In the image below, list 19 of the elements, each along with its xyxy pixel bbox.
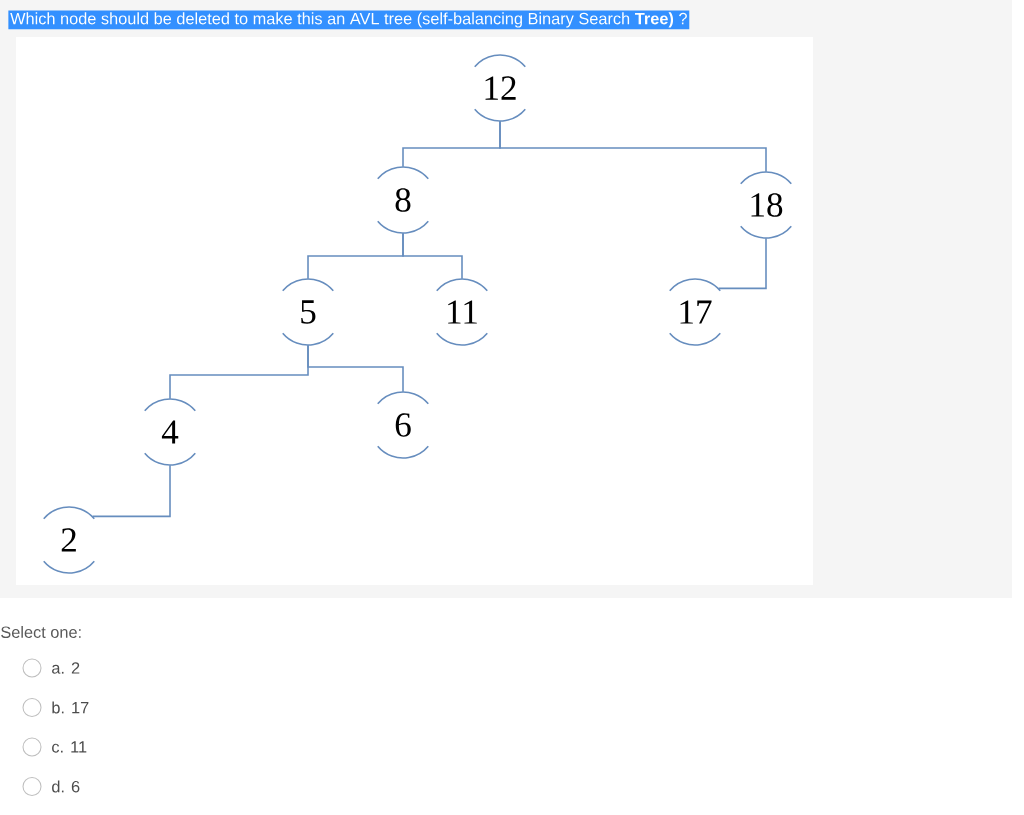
tree-node: 6 bbox=[376, 391, 430, 459]
tree-node: 5 bbox=[281, 278, 335, 346]
tree-node: 4 bbox=[143, 398, 197, 466]
tree-node: 8 bbox=[376, 166, 430, 234]
radio-option: c. 11 bbox=[22, 737, 87, 757]
radio-option: b. 17 bbox=[22, 697, 89, 717]
prompt-text: Select one: bbox=[1, 626, 81, 638]
tree-node: 12 bbox=[473, 54, 527, 122]
connector-line bbox=[307, 344, 404, 393]
radio-option: a. 2 bbox=[22, 658, 80, 678]
tree-node: 2 bbox=[42, 506, 96, 574]
connector-line bbox=[91, 464, 171, 518]
tree-node: 17 bbox=[668, 278, 722, 346]
connector-line bbox=[402, 232, 463, 280]
connector-line bbox=[499, 120, 767, 173]
radio-option: d. 6 bbox=[22, 776, 80, 796]
tree-node: 18 bbox=[739, 171, 793, 239]
tree-node: 11 bbox=[435, 278, 489, 346]
connector-line bbox=[717, 237, 767, 290]
